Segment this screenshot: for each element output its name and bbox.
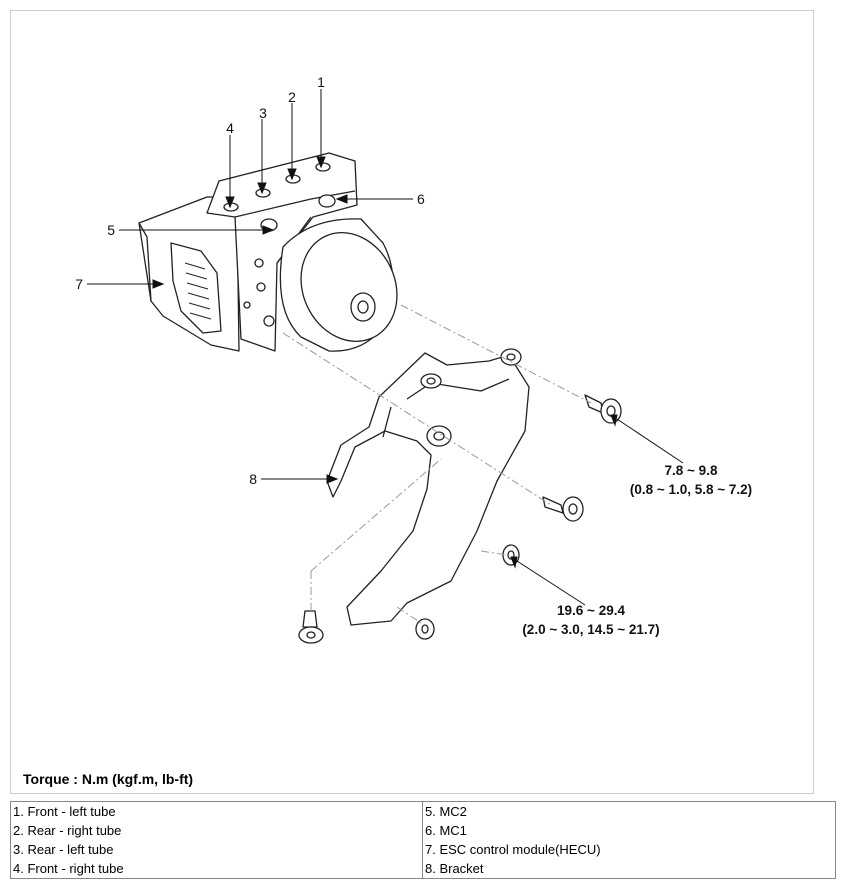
legend-cell: 1. Front - left tube [10, 801, 423, 821]
bolt-bottom-left [298, 610, 324, 644]
torque-alt-2: (2.0 ~ 3.0, 14.5 ~ 21.7) [522, 622, 659, 637]
callout-5: 5 [107, 222, 115, 238]
nut-bottom [415, 618, 435, 640]
callout-7: 7 [75, 276, 83, 292]
callout-8: 8 [249, 471, 257, 487]
callout-3: 3 [259, 105, 267, 121]
legend-cell: 2. Rear - right tube [10, 821, 423, 840]
legend-cell: 3. Rear - left tube [10, 840, 423, 859]
torque-range-1: 7.8 ~ 9.8 [665, 463, 718, 478]
table-row: 2. Rear - right tube 6. MC1 [10, 821, 836, 840]
bolt-middle [542, 496, 584, 522]
legend-cell: 4. Front - right tube [10, 859, 423, 879]
torque-range-2: 19.6 ~ 29.4 [557, 603, 625, 618]
legend-cell: 6. MC1 [422, 821, 836, 840]
abs-esc-assembly-diagram: 1 2 3 4 5 6 7 8 7.8 ~ 9.8 (0.8 ~ 1.0, 5.… [75, 74, 752, 644]
nut-lower-right [502, 544, 520, 566]
table-row: 4. Front - right tube 8. Bracket [10, 859, 836, 879]
callout-4: 4 [226, 120, 234, 136]
callout-6: 6 [417, 191, 425, 207]
callout-1: 1 [317, 74, 325, 90]
legend-cell: 7. ESC control module(HECU) [422, 840, 836, 859]
torque-unit-note: Torque : N.m (kgf.m, lb-ft) [23, 771, 194, 787]
legend-cell: 5. MC2 [422, 801, 836, 821]
hecu-connector [170, 242, 222, 334]
table-row: 3. Rear - left tube 7. ESC control modul… [10, 840, 836, 859]
bracket [326, 352, 530, 626]
torque-alt-1: (0.8 ~ 1.0, 5.8 ~ 7.2) [630, 482, 752, 497]
parts-legend-table: 1. Front - left tube 5. MC2 2. Rear - ri… [10, 801, 836, 879]
figure-frame: 1 2 3 4 5 6 7 8 7.8 ~ 9.8 (0.8 ~ 1.0, 5.… [10, 10, 814, 794]
table-row: 1. Front - left tube 5. MC2 [10, 801, 836, 821]
callout-2: 2 [288, 89, 296, 105]
legend-cell: 8. Bracket [422, 859, 836, 879]
